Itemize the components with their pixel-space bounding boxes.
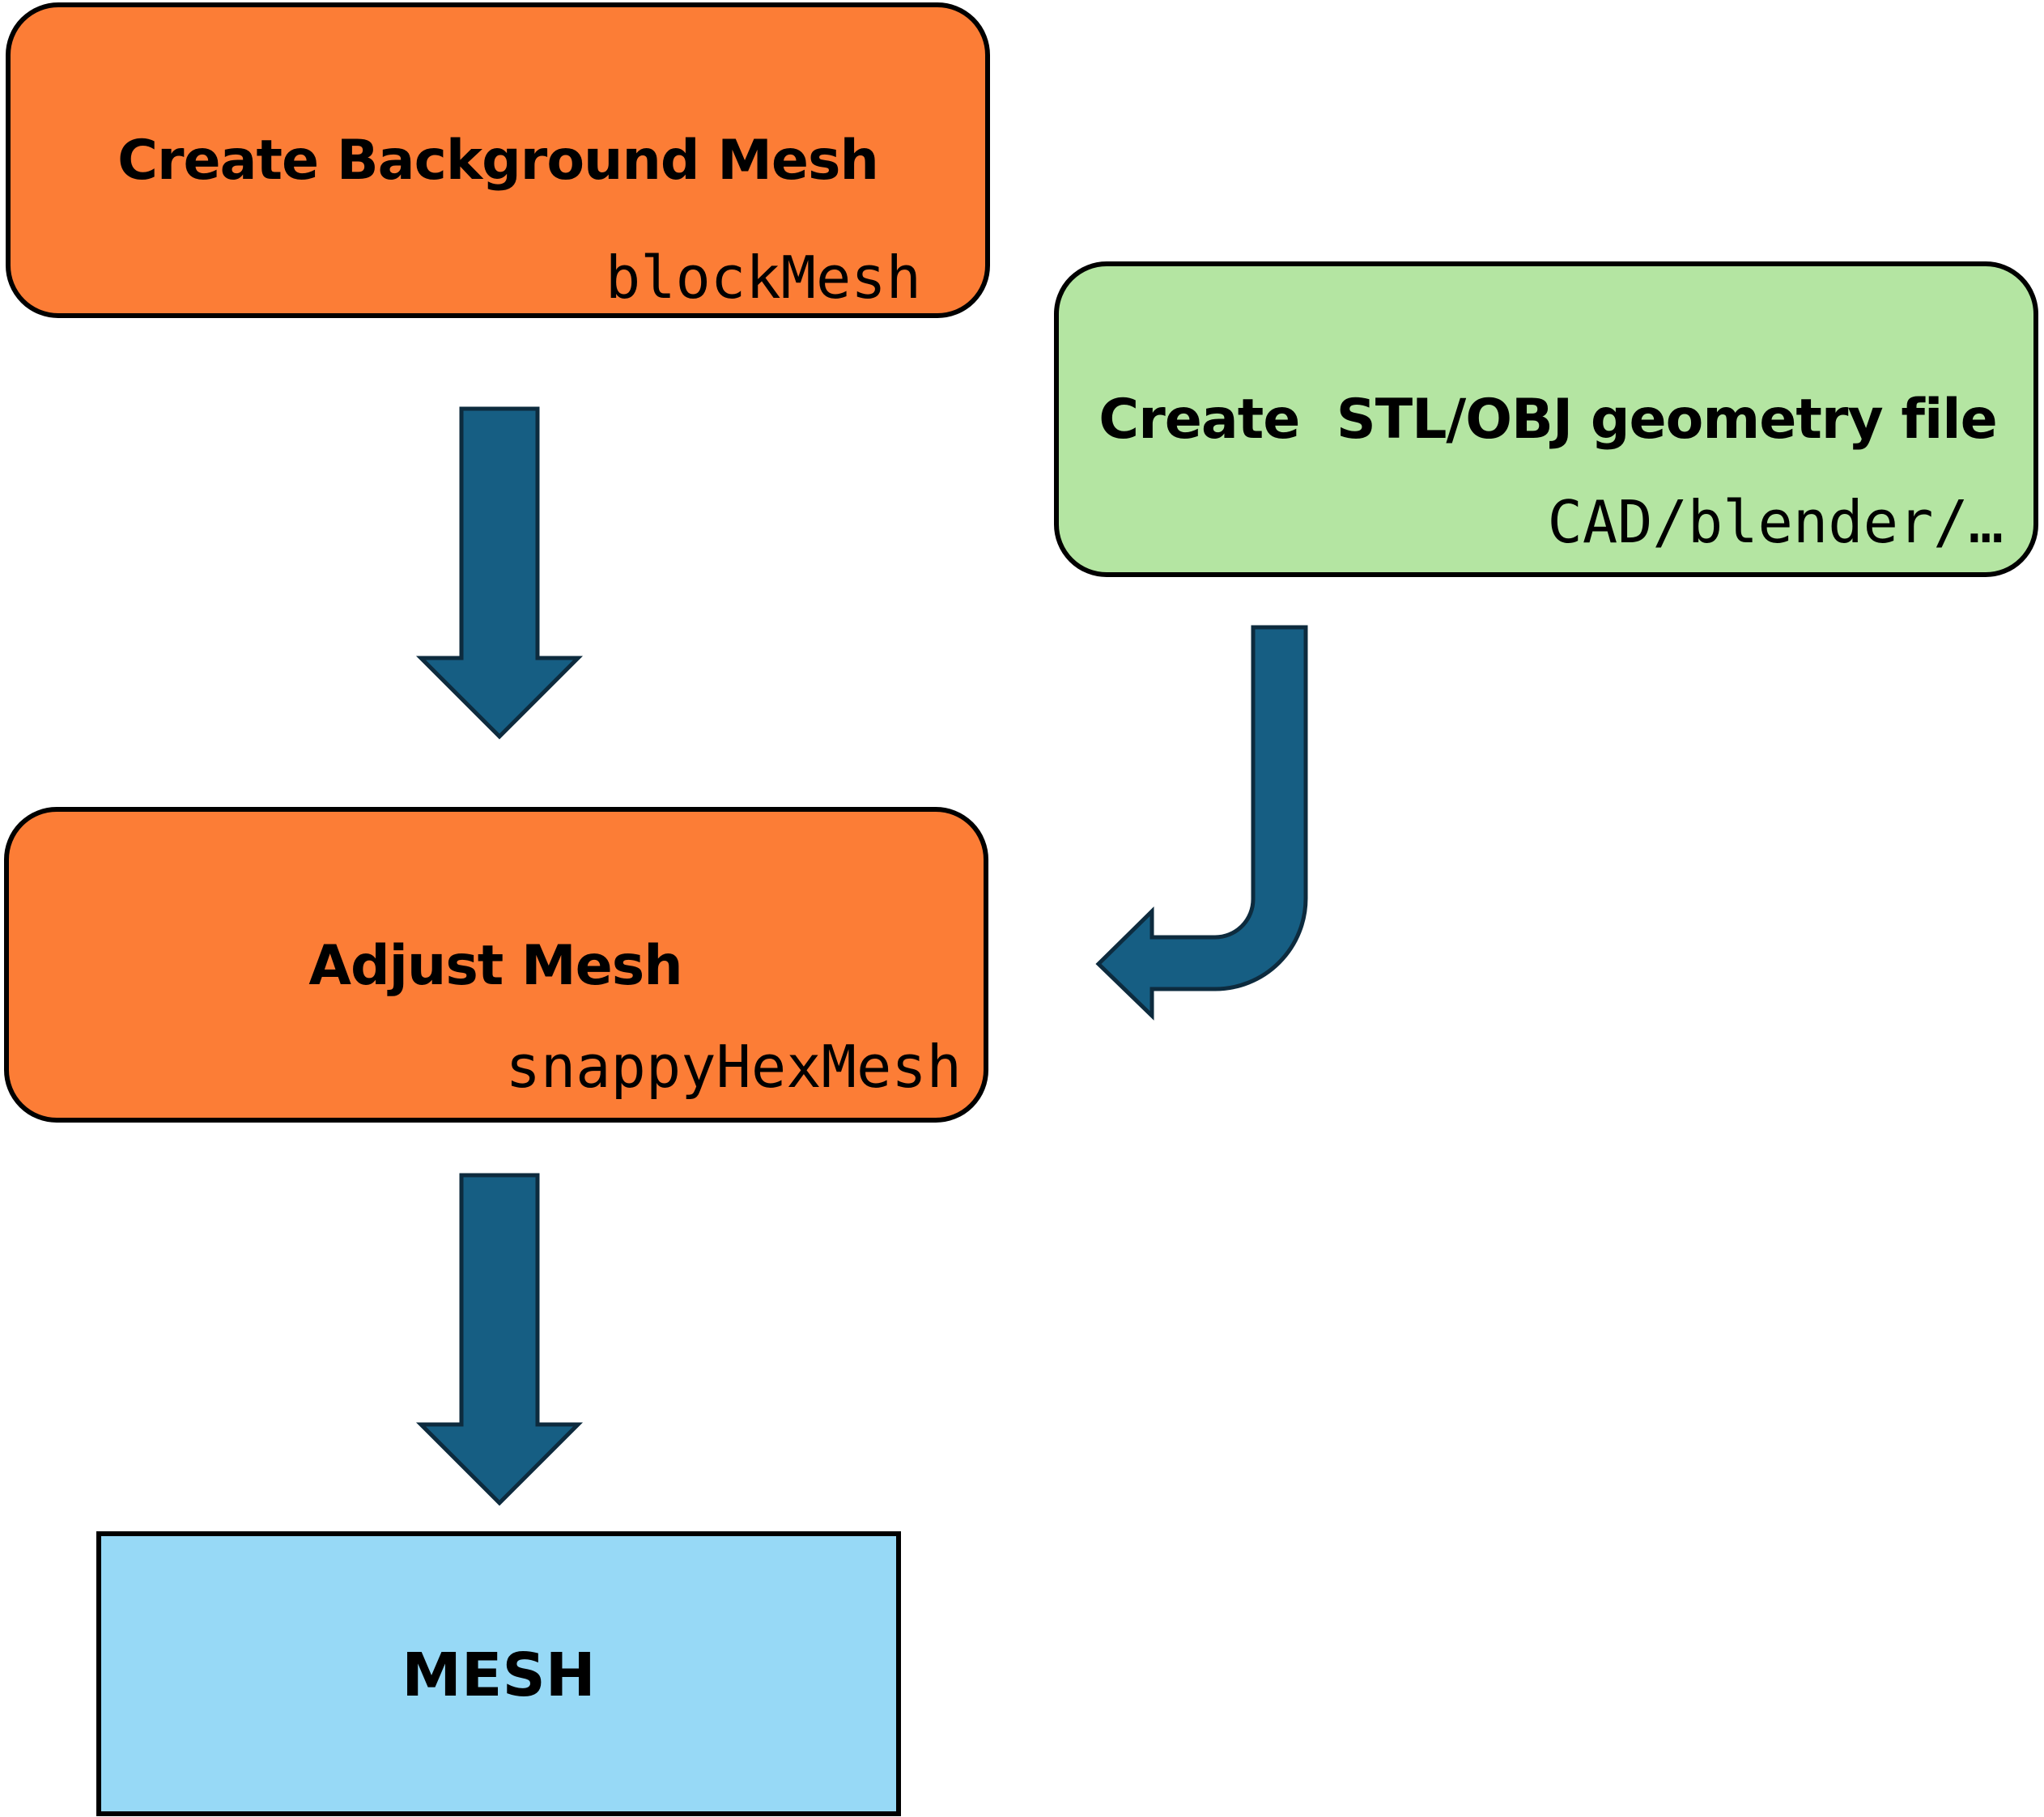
arrow-down-background-to-adjust [415,406,584,740]
node-box [1054,261,2038,577]
node-title: Create Background Mesh [117,129,878,193]
node-box [96,1531,901,1816]
arrow-bent-geometry-to-adjust [1095,625,1308,1021]
node-create-background-mesh: Create Background Mesh blockMesh [6,2,990,318]
node-tool-label: snappyHexMesh [505,1033,962,1101]
node-title: Adjust Mesh [308,934,682,998]
node-adjust-mesh: Adjust Mesh snappyHexMesh [4,807,988,1123]
node-title: Create STL/OBJ geometry file [1098,388,1996,452]
node-box [6,2,990,318]
node-tool-label: CAD/blender/… [1547,488,2004,556]
arrow-down-adjust-to-mesh [415,1173,584,1506]
node-mesh: MESH [96,1531,901,1816]
node-box [4,807,988,1123]
node-title: MESH [402,1641,595,1710]
node-tool-label: blockMesh [606,244,921,312]
node-create-geometry-file: Create STL/OBJ geometry file CAD/blender… [1054,261,2038,577]
